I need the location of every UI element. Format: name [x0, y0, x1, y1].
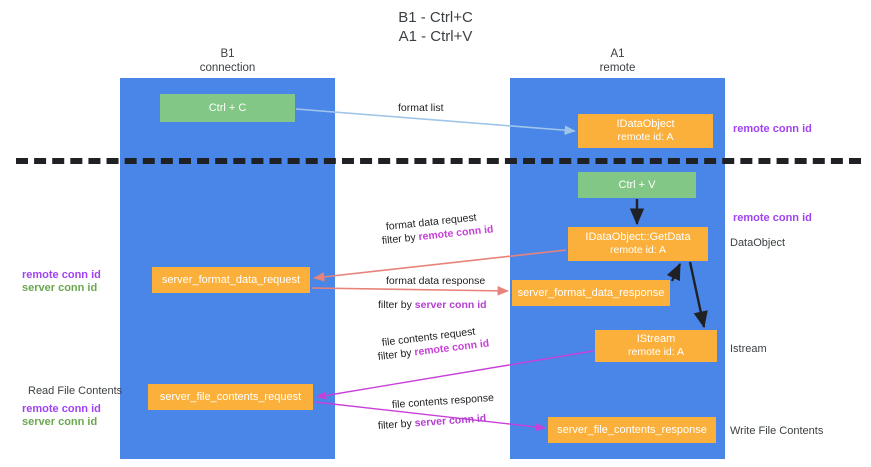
- annotation-left-server-conn-id-1: server conn id: [22, 282, 98, 294]
- lane-header-a1-name: A1: [610, 48, 625, 60]
- lane-header-b1-name: B1: [220, 48, 235, 60]
- filter-prefix: filter by: [378, 299, 415, 311]
- annotation-left-remote-conn-id-2: remote conn id: [22, 403, 101, 415]
- annotation-left-server-conn-id-2: server conn id: [22, 416, 98, 428]
- box-getdata-label: IDataObject::GetData: [585, 231, 691, 243]
- box-getdata-sub: remote id: A: [609, 244, 667, 256]
- box-server-file-contents-response[interactable]: server_file_contents_response: [548, 417, 716, 443]
- box-getdata[interactable]: IDataObject::GetData remote id: A: [568, 227, 708, 261]
- edge-label-format-data-response: format data response: [386, 275, 486, 287]
- annotation-write-file-contents: Write File Contents: [730, 425, 824, 437]
- lane-header-b1: B1 connection: [120, 48, 335, 75]
- page-title-line-1: B1 - Ctrl+C: [398, 9, 473, 26]
- box-server-format-data-request[interactable]: server_format_data_request: [152, 267, 310, 293]
- filter-prefix: filter by: [377, 417, 416, 432]
- box-idataobject-label: IDataObject: [616, 118, 675, 130]
- box-istream-sub: remote id: A: [627, 346, 685, 358]
- box-server-format-data-response[interactable]: server_format_data_response: [512, 280, 670, 306]
- box-ctrl-v-label: Ctrl + V: [618, 178, 656, 191]
- filter-key-server-conn-id: server conn id: [414, 412, 487, 430]
- box-istream-label: IStream: [636, 333, 676, 345]
- lane-header-a1: A1 remote: [510, 48, 725, 75]
- connector-format-data-response: [311, 286, 509, 296]
- edge-label-file-contents-response-filter: filter by server conn id: [378, 412, 487, 433]
- box-server-format-data-request-label: server_format_data_request: [161, 273, 301, 286]
- box-idataobject-sub: remote id: A: [617, 131, 674, 143]
- lane-header-b1-subtitle: connection: [199, 61, 256, 74]
- annotation-left-remote-conn-id-1: remote conn id: [22, 269, 101, 281]
- filter-key-server-conn-id: server conn id: [414, 299, 487, 311]
- annotation-read-file-contents: Read File Contents: [28, 385, 123, 397]
- annotation-istream: Istream: [730, 343, 767, 355]
- filter-prefix: filter by: [381, 231, 420, 247]
- edge-label-file-contents-response: file contents response: [391, 391, 495, 411]
- annotation-dataobject: DataObject: [730, 237, 786, 249]
- edge-label-format-data-response-filter: filter by server conn id: [378, 299, 487, 312]
- annotation-remote-conn-id-top: remote conn id: [733, 123, 812, 135]
- edge-label-format-list: format list: [398, 102, 444, 114]
- box-idataobject[interactable]: IDataObject remote id: A: [578, 114, 713, 148]
- box-server-format-data-response-label: server_format_data_response: [517, 286, 665, 299]
- page-title: B1 - Ctrl+C A1 - Ctrl+V: [0, 8, 871, 46]
- box-server-file-contents-request[interactable]: server_file_contents_request: [148, 384, 313, 410]
- box-ctrl-v[interactable]: Ctrl + V: [578, 172, 696, 198]
- lane-header-a1-subtitle: remote: [599, 61, 636, 74]
- page-title-line-2: A1 - Ctrl+V: [398, 28, 473, 45]
- box-istream[interactable]: IStream remote id: A: [595, 330, 717, 362]
- box-server-file-contents-request-label: server_file_contents_request: [159, 390, 302, 403]
- box-ctrl-c[interactable]: Ctrl + C: [160, 94, 295, 122]
- annotation-remote-conn-id-mid: remote conn id: [733, 212, 812, 224]
- box-server-file-contents-response-label: server_file_contents_response: [557, 423, 707, 436]
- phase-divider: [16, 158, 861, 164]
- box-ctrl-c-label: Ctrl + C: [208, 101, 247, 114]
